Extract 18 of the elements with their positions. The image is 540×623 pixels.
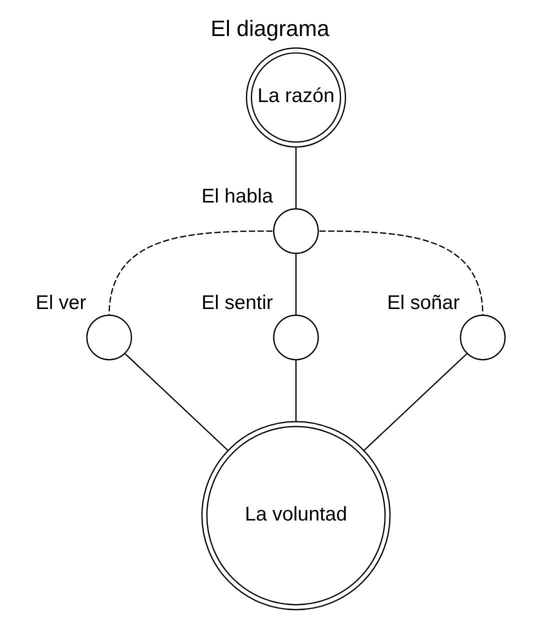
node-label: El ver	[36, 292, 86, 314]
node-label: El habla	[201, 185, 273, 208]
connector	[363, 352, 468, 451]
node-circle: La voluntad	[201, 420, 391, 610]
diagram-title: El diagrama	[210, 16, 330, 42]
node-label: El sentir	[201, 292, 273, 314]
connector	[295, 254, 297, 316]
node-circle	[460, 314, 506, 360]
node-circle	[273, 208, 319, 254]
node-circle	[86, 314, 132, 360]
connector	[319, 230, 484, 316]
connector	[108, 230, 272, 316]
connector	[295, 360, 297, 422]
connector	[295, 147, 297, 209]
node-circle: La razón	[246, 47, 346, 148]
node-circle	[273, 314, 319, 360]
connector	[124, 352, 228, 451]
node-label: El soñar	[387, 292, 460, 314]
